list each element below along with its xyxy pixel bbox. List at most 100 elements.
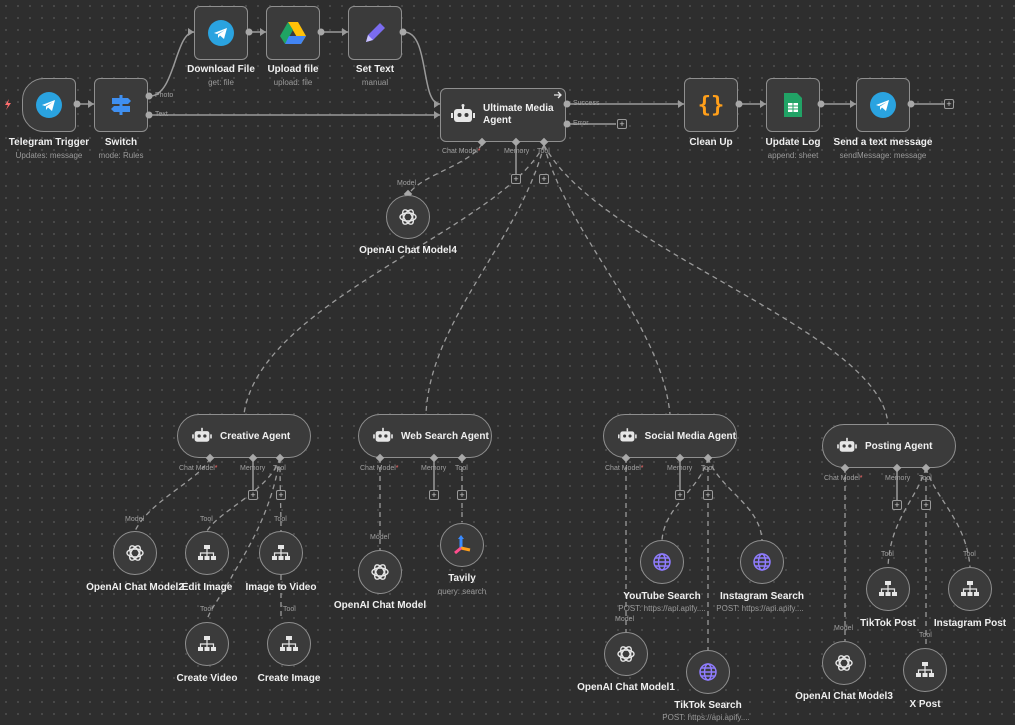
clean-up-node[interactable]: {}: [684, 78, 738, 132]
tool-port-label: Tool: [200, 606, 213, 613]
agent-chat-model-port: Chat Model*: [442, 148, 481, 155]
telegram-trigger-node[interactable]: [22, 78, 76, 132]
create-image-node[interactable]: [267, 622, 311, 666]
create-video-label: Create Video: [176, 673, 238, 684]
robot-icon: [451, 104, 475, 122]
instagram-post-node[interactable]: [948, 567, 992, 611]
social-add-tool-button[interactable]: +: [703, 490, 713, 500]
upload-file-sub: upload: file: [273, 78, 313, 87]
instagram-search-node[interactable]: [740, 540, 784, 584]
upload-file-label: Upload file: [267, 64, 319, 75]
http-network-icon: [879, 581, 897, 596]
image-to-video-node[interactable]: [259, 531, 303, 575]
ultimate-media-agent-label: Ultimate Media Agent: [483, 103, 554, 126]
edit-image-label: Edit Image: [181, 582, 233, 593]
web-add-memory-button[interactable]: +: [429, 490, 439, 500]
google-drive-icon: [280, 22, 306, 44]
agent-memory-port: Memory: [504, 148, 530, 155]
web-tool-port: Tool: [455, 465, 468, 472]
openai-chat-model2-node[interactable]: [113, 531, 157, 575]
tiktok-search-label: TikTok Search: [674, 700, 742, 711]
google-sheets-icon: [784, 93, 802, 117]
x-post-node[interactable]: [903, 648, 947, 692]
creative-add-memory-button[interactable]: +: [248, 490, 258, 500]
tiktok-post-node[interactable]: [866, 567, 910, 611]
posting-add-memory-button[interactable]: +: [892, 500, 902, 510]
openai-chat-model1-node[interactable]: [604, 632, 648, 676]
add-next-node-button[interactable]: +: [944, 99, 954, 109]
web-chat-model-port: Chat Model*: [360, 465, 399, 472]
openai-chat-model4-node[interactable]: [386, 195, 430, 239]
posting-agent-label: Posting Agent: [865, 440, 933, 452]
social-memory-port: Memory: [667, 465, 693, 472]
x-post-label: X Post: [909, 699, 941, 710]
youtube-search-node[interactable]: [640, 540, 684, 584]
switch-text-output: Text: [155, 111, 168, 118]
edit-image-node[interactable]: [185, 531, 229, 575]
web-add-tool-button[interactable]: +: [457, 490, 467, 500]
tool-port-label: Tool: [283, 606, 296, 613]
download-file-sub: get: file: [208, 78, 234, 87]
http-network-icon: [961, 581, 979, 596]
tiktok-search-node[interactable]: [686, 650, 730, 694]
ultimate-media-agent-node[interactable]: Ultimate Media Agent: [440, 88, 566, 142]
instagram-search-sub: POST: https://api.apify....: [716, 604, 804, 613]
model-port-label: Model: [370, 534, 390, 541]
creative-agent-node[interactable]: Creative Agent: [177, 414, 311, 458]
social-chat-model-port: Chat Model*: [605, 465, 644, 472]
youtube-search-label: YouTube Search: [623, 591, 701, 602]
agent-error-output: Error: [573, 120, 589, 127]
add-tool-button[interactable]: +: [539, 174, 549, 184]
social-media-agent-node[interactable]: Social Media Agent: [603, 414, 737, 458]
add-error-node-button[interactable]: +: [617, 119, 627, 129]
posting-agent-node[interactable]: Posting Agent: [822, 424, 956, 468]
openai-chat-model4-label: OpenAI Chat Model4: [359, 245, 457, 256]
tavily-label: Tavily: [448, 573, 476, 584]
instagram-search-label: Instagram Search: [720, 591, 804, 602]
openai-icon: [617, 646, 635, 662]
social-media-agent-label: Social Media Agent: [644, 430, 736, 442]
tavily-sub: query: search: [437, 587, 487, 596]
create-video-node[interactable]: [185, 622, 229, 666]
model-port-label: Model: [397, 180, 417, 187]
telegram-trigger-label: Telegram Trigger: [8, 137, 90, 148]
openai-chat-model3-label: OpenAI Chat Model3: [795, 691, 893, 702]
http-network-icon: [272, 545, 290, 560]
agent-tool-port: Tool: [537, 148, 550, 155]
creative-add-tool-button[interactable]: +: [276, 490, 286, 500]
http-network-icon: [916, 662, 934, 677]
send-text-message-node[interactable]: [856, 78, 910, 132]
update-log-node[interactable]: [766, 78, 820, 132]
tavily-node[interactable]: [440, 523, 484, 567]
tavily-icon: [454, 535, 471, 555]
clean-up-label: Clean Up: [689, 137, 733, 148]
agent-success-output: Success: [573, 100, 600, 107]
tiktok-search-sub: POST: https://api.apify....: [662, 713, 750, 722]
model-port-label: Model: [125, 516, 145, 523]
download-file-node[interactable]: [194, 6, 248, 60]
social-tool-port: Tool: [701, 465, 714, 472]
posting-add-tool-button[interactable]: +: [921, 500, 931, 510]
switch-sub: mode: Rules: [98, 151, 144, 160]
set-text-node[interactable]: [348, 6, 402, 60]
openai-chat-model2-label: OpenAI Chat Model2: [86, 582, 184, 593]
switch-node[interactable]: [94, 78, 148, 132]
robot-icon: [192, 427, 212, 442]
switch-photo-output: Photo: [155, 92, 174, 99]
social-add-memory-button[interactable]: +: [675, 490, 685, 500]
send-text-message-sub: sendMessage: message: [839, 151, 927, 160]
trigger-bolt-icon: [5, 99, 11, 110]
robot-icon: [837, 437, 857, 452]
tool-port-label: Tool: [963, 551, 976, 558]
globe-icon: [699, 663, 717, 681]
web-search-agent-node[interactable]: Web Search Agent: [358, 414, 492, 458]
openai-icon: [371, 564, 389, 580]
upload-file-node[interactable]: [266, 6, 320, 60]
openai-chat-model-node[interactable]: [358, 550, 402, 594]
telegram-trigger-sub: Updates: message: [15, 151, 83, 160]
tool-port-label: Tool: [881, 551, 894, 558]
add-memory-button[interactable]: +: [511, 174, 521, 184]
openai-chat-model3-node[interactable]: [822, 641, 866, 685]
